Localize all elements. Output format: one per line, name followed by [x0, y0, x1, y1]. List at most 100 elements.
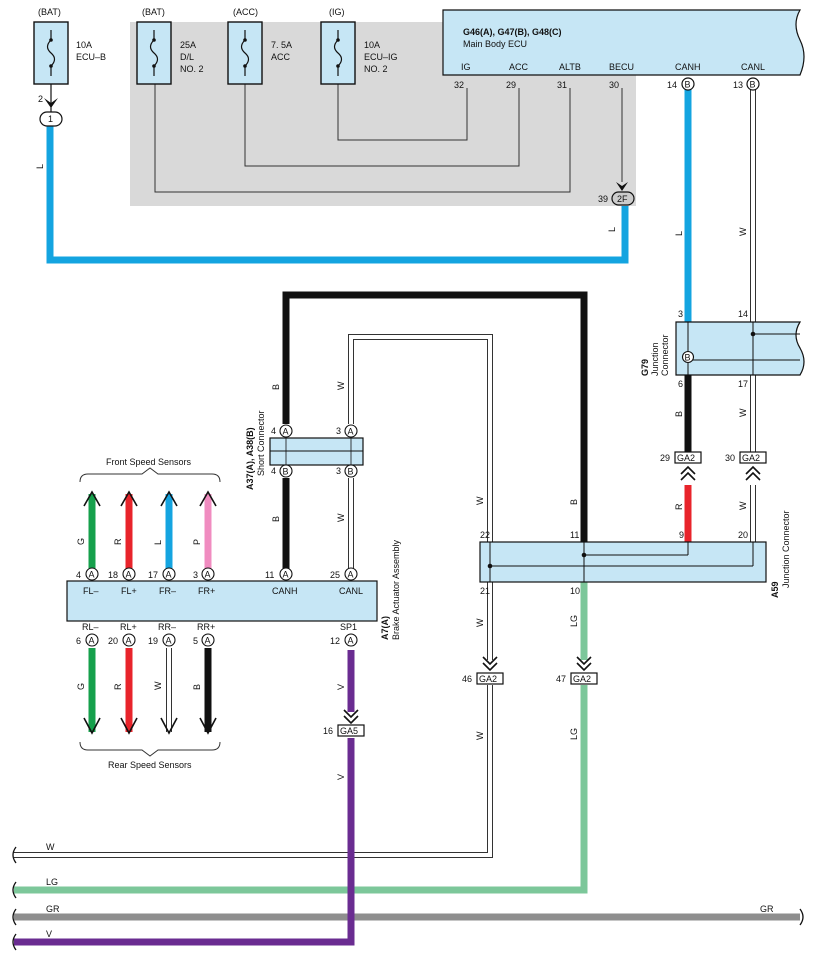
fuse-ecu-ig-no2 — [320, 21, 356, 85]
ecu-pin-29: 29 — [506, 80, 516, 90]
g79-name2: Connector — [660, 334, 670, 376]
wire-label-fl-plus: R — [113, 538, 123, 545]
wire-label-ga2-29: R — [674, 503, 684, 510]
bus-label-w: W — [46, 842, 55, 852]
ga5-label: GA5 — [340, 726, 358, 736]
fuse-4-supply: (IG) — [329, 7, 345, 17]
a7-pin-4: 4 — [76, 570, 81, 580]
a7-term-fr-plus: FR+ — [198, 586, 215, 596]
fuse-acc — [227, 21, 263, 85]
fuse-4-name: ECU–IG — [364, 52, 398, 62]
ecu-pin-30: 30 — [609, 80, 619, 90]
wire-label-canl-top: W — [738, 227, 748, 236]
ga2-46-pin: 46 — [462, 674, 472, 684]
a59-pin-21: 21 — [480, 586, 490, 596]
ga2-29-pin: 29 — [660, 453, 670, 463]
ga2-29-label: GA2 — [677, 453, 695, 463]
fuse-3-supply: (ACC) — [233, 7, 258, 17]
rear-sensor-chevrons — [83, 717, 217, 735]
a7-letter-10: A — [205, 636, 211, 646]
a37-pin-3b: 3 — [336, 466, 341, 476]
fuse-4-amp: 10A — [364, 40, 380, 50]
wire-altb — [154, 72, 571, 193]
a37-pin-3: 3 — [336, 426, 341, 436]
g79-junction-connector — [675, 321, 805, 376]
wire-label-rr-plus: B — [192, 684, 202, 690]
g79-pin-14: 14 — [738, 309, 748, 319]
bus-label-gr: GR — [46, 904, 60, 914]
ecu-b-pin: 2 — [38, 94, 43, 104]
wire-label-fl-minus: G — [76, 538, 86, 545]
main-body-ecu — [442, 9, 805, 76]
fuse-1-amp: 10A — [76, 40, 92, 50]
wire-label-g79-bottom: B — [674, 411, 684, 417]
a7-letter-7: A — [89, 636, 95, 646]
rear-sensors-label: Rear Speed Sensors — [108, 760, 192, 770]
a7-term-rl-minus: RL– — [82, 622, 99, 632]
a7-term-canh: CANH — [272, 586, 298, 596]
wire-b-loop — [282, 291, 588, 542]
a59-pin-22: 22 — [480, 530, 490, 540]
connector-2f-pin: 39 — [598, 194, 608, 204]
wire-label-ga2-30: W — [738, 501, 748, 510]
a7-pin-6: 6 — [76, 636, 81, 646]
a7-letter-3: A — [166, 570, 172, 580]
ga2-30-connector — [739, 451, 767, 481]
a7-pin-20: 20 — [108, 636, 118, 646]
wire-label-rl-minus: G — [76, 683, 86, 690]
wire-label-ecu-2f: L — [607, 227, 617, 232]
a7-term-rl-plus: RL+ — [120, 622, 137, 632]
wire-acc — [244, 72, 520, 167]
front-sensor-chevrons — [83, 490, 217, 507]
rear-sensor-brace — [79, 741, 221, 757]
wire-label-a37-top-r: W — [336, 381, 346, 390]
bus-label-lg: LG — [46, 877, 58, 887]
g79-letter: B — [685, 353, 691, 363]
wire-label-canl-mid: W — [738, 408, 748, 417]
wire-ig — [337, 72, 468, 141]
fuse-4-name2: NO. 2 — [364, 64, 388, 74]
a7-name: Brake Actuator Assembly — [391, 539, 401, 640]
a7-pin-5: 5 — [193, 636, 198, 646]
connector-2f-label: 2F — [617, 194, 628, 204]
g79-code: G79 — [640, 359, 650, 376]
bus-label-v: V — [46, 929, 52, 939]
a7-letter-8: A — [126, 636, 132, 646]
wire-label-sp1-low: V — [336, 774, 346, 780]
wire-l-ecu-b — [46, 126, 629, 264]
ga2-47-label: GA2 — [573, 674, 591, 684]
ga2-46-connector — [476, 656, 504, 685]
bus-break-right — [799, 908, 804, 926]
fuse-2-name2: NO. 2 — [180, 64, 204, 74]
ecu-term-altb: ALTB — [559, 62, 581, 72]
wire-label-ecu-b: L — [35, 164, 45, 169]
wire-label-b-long: B — [569, 499, 579, 505]
connector-1 — [39, 111, 63, 127]
a7-term-fl-minus: FL– — [83, 586, 99, 596]
fuse-2-name: D/L — [180, 52, 194, 62]
fuse-3-name: ACC — [271, 52, 291, 62]
wire-label-rl-plus: R — [113, 683, 123, 690]
wire-label-rr-minus: W — [153, 681, 163, 690]
a7-pin-17: 17 — [148, 570, 158, 580]
g79-pin-3: 3 — [678, 309, 683, 319]
ecu-pin-32: 32 — [454, 80, 464, 90]
fuse-2-supply: (BAT) — [142, 7, 165, 17]
wire-label-ga2-47: LG — [569, 728, 579, 740]
wire-label-w-long: W — [475, 496, 485, 505]
ecu-canh-letter: B — [685, 80, 691, 90]
ga5-connector — [337, 709, 365, 737]
ecu-pin-14: 14 — [667, 80, 677, 90]
a7-term-rr-plus: RR+ — [197, 622, 215, 632]
wire-label-a59-21: W — [475, 618, 485, 627]
ga2-47-pin: 47 — [556, 674, 566, 684]
wire-w-a59-21 — [14, 582, 493, 858]
wire-label-a59-10: LG — [569, 615, 579, 627]
a37-name: Short Connector — [256, 410, 266, 476]
wire-label-a37-bottom-r: W — [336, 513, 346, 522]
fuse-2-amp: 25A — [180, 40, 196, 50]
a7-term-fr-minus: FR– — [159, 586, 176, 596]
bus-break-left — [12, 846, 17, 951]
a37-letter-1: A — [283, 427, 289, 437]
